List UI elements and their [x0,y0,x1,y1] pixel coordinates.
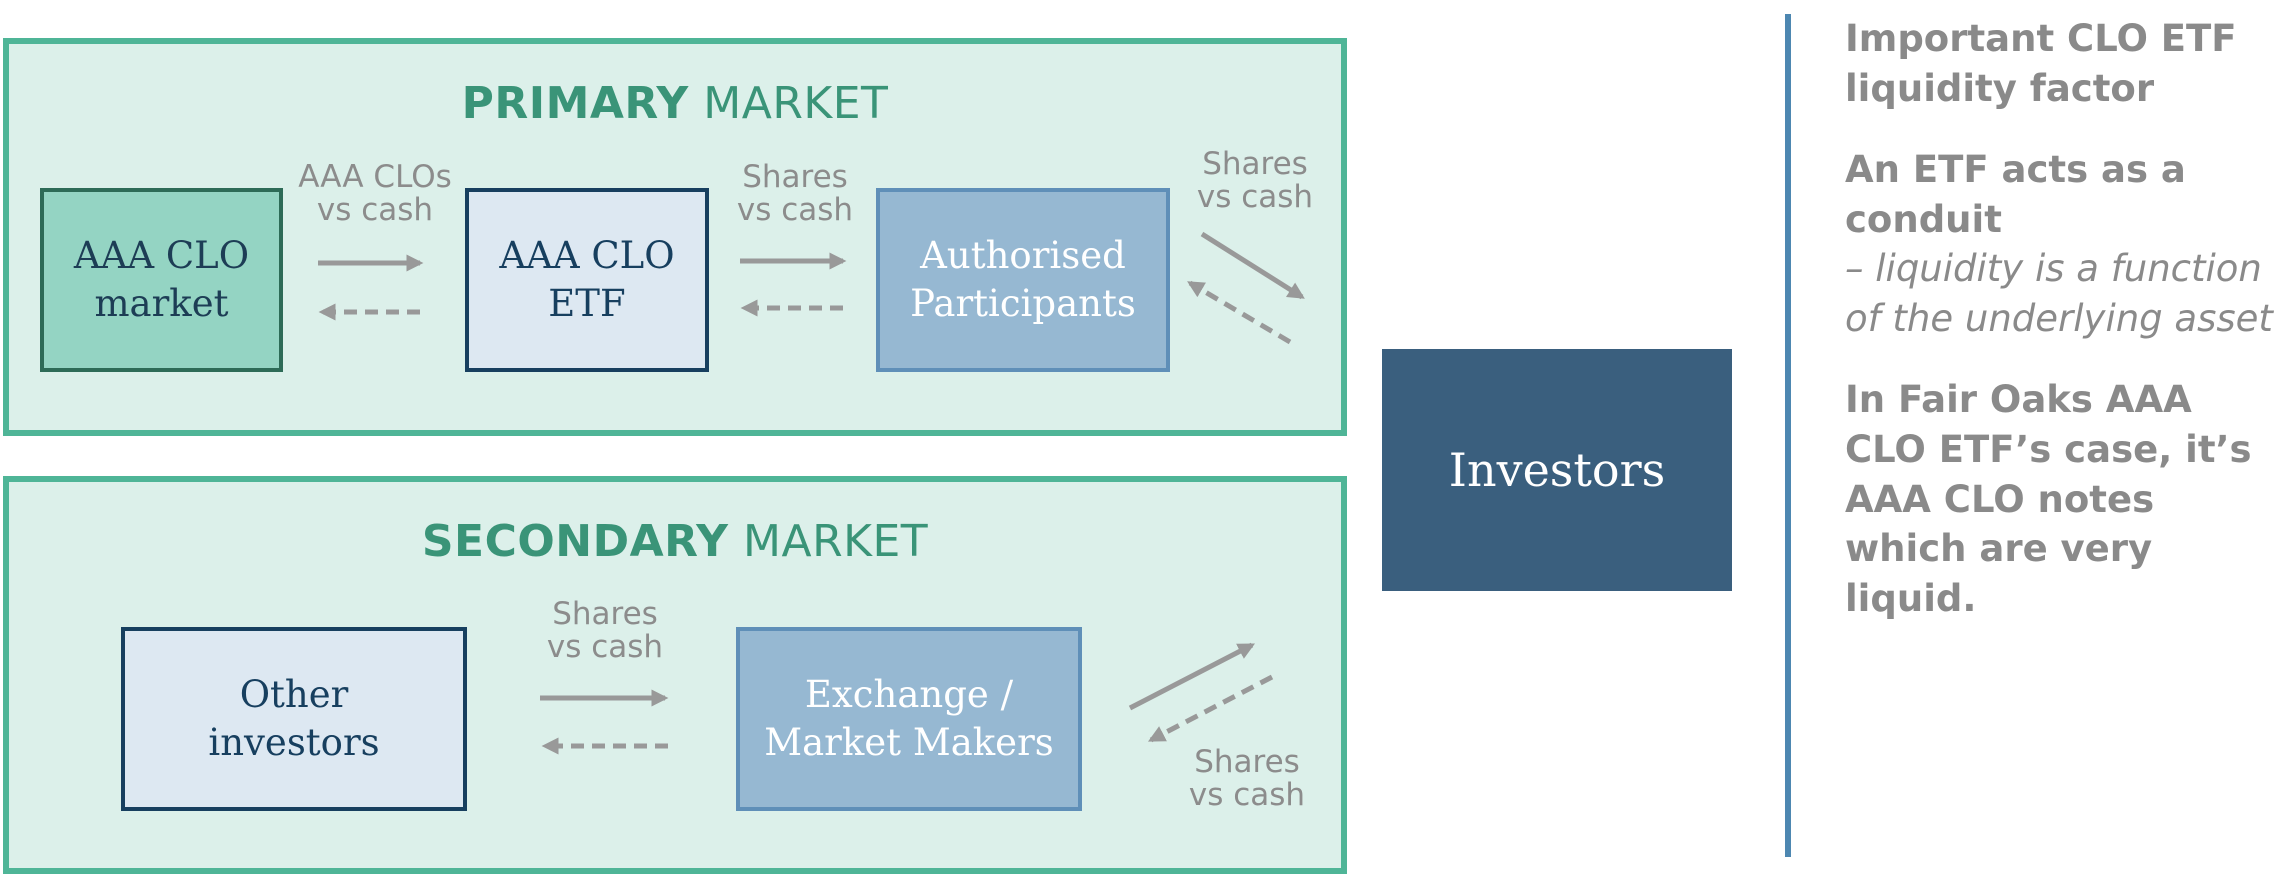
investors-box: Investors [1382,349,1732,591]
authorised-participants-box: Authorised Participants [876,188,1170,372]
aaa-clo-etf-box: AAA CLO ETF [465,188,709,372]
authorised-participants-label: Authorised Participants [910,233,1136,325]
other-investors-box: Other investors [121,627,467,811]
investors-label: Investors [1448,443,1666,497]
conduit-explanation: – liquidity is a function of the underly… [1845,247,2273,340]
primary-shares-vs-cash-label-2: Shares vs cash [1196,146,1314,215]
vertical-divider [1785,14,1791,857]
secondary-market-title: SECONDARY MARKET [9,516,1341,567]
other-investors-label: Other investors [208,672,380,764]
exchange-market-makers-box: Exchange / Market Makers [736,627,1082,811]
primary-title-bold: PRIMARY [461,78,689,129]
fair-oaks-case-text: In Fair Oaks AAA CLO ETF’s case, it’s AA… [1845,378,2252,620]
aaa-clo-market-label: AAA CLO market [73,233,250,325]
conduit-statement: An ETF acts as a conduit [1845,148,2186,241]
secondary-shares-vs-cash-label-1: Shares vs cash [546,596,664,665]
secondary-shares-vs-cash-label-2: Shares vs cash [1188,744,1306,813]
primary-title-light: MARKET [688,78,889,129]
primary-market-title: PRIMARY MARKET [9,78,1341,129]
liquidity-notes: Important CLO ETF liquidity factor An ET… [1845,14,2275,623]
secondary-title-light: MARKET [728,516,929,567]
aaa-clo-etf-label: AAA CLO ETF [499,233,675,325]
clos-vs-cash-label: AAA CLOs vs cash [298,159,452,228]
liquidity-heading: Important CLO ETF liquidity factor [1845,17,2237,110]
exchange-market-makers-label: Exchange / Market Makers [764,672,1054,764]
secondary-title-bold: SECONDARY [421,516,729,567]
primary-shares-vs-cash-label-1: Shares vs cash [736,159,854,228]
aaa-clo-market-box: AAA CLO market [40,188,283,372]
